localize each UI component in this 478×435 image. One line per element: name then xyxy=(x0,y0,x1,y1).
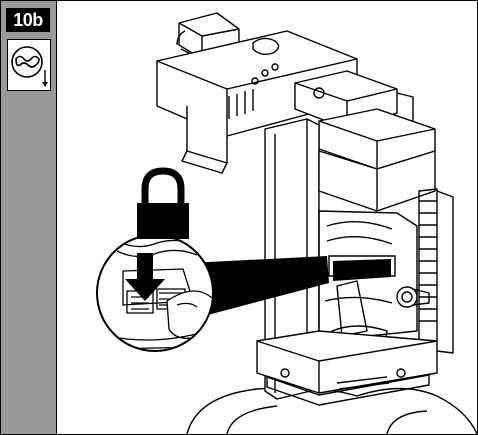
down-arrow-icon xyxy=(125,253,165,301)
callout-connector xyxy=(185,256,329,321)
padlock-icon xyxy=(137,167,189,239)
rotate-shaft-icon xyxy=(7,39,51,91)
detail-zoom-circle xyxy=(96,234,214,352)
actuator-illustration xyxy=(96,12,477,434)
step-sidebar: 10b xyxy=(1,1,57,434)
step-number: 10b xyxy=(6,8,50,32)
